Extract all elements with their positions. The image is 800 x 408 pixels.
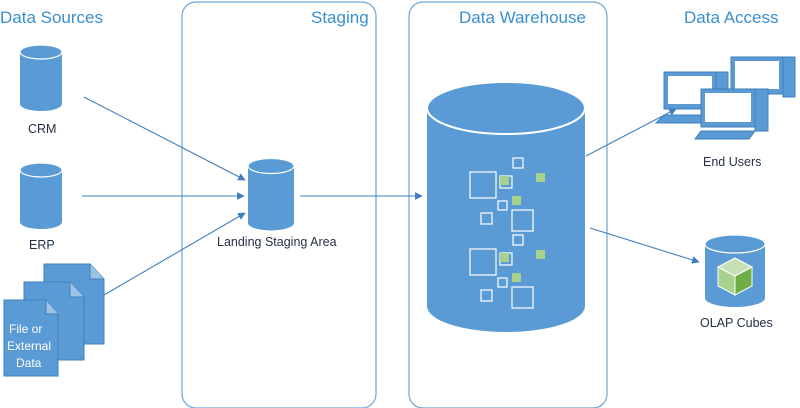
file-external-label-line3: Data — [16, 356, 42, 370]
olap-cube-icon — [716, 257, 754, 296]
arrow-crm-to-staging — [83, 96, 246, 181]
data-warehouse-cylinder-icon — [426, 81, 586, 332]
warehouse-data-blocks — [469, 157, 534, 309]
file-external-label-line2: External — [7, 339, 51, 353]
data-warehouse-title: Data Warehouse — [459, 8, 586, 27]
arrow-file-to-staging — [103, 212, 246, 296]
landing-staging-database-icon — [247, 157, 295, 231]
staging-title: Staging — [311, 8, 369, 27]
data-access-title: Data Access — [684, 8, 779, 27]
data-sources-title: Data Sources — [0, 8, 103, 27]
warehouse-frame — [408, 1, 608, 408]
erp-label: ERP — [29, 238, 55, 252]
warehouse-green-blocks — [500, 173, 545, 282]
staging-frame — [181, 1, 377, 408]
erp-database-icon — [19, 162, 63, 229]
document-stack-icon — [3, 263, 105, 377]
connector-arrows — [82, 96, 700, 296]
crm-database-icon — [19, 44, 63, 111]
arrow-warehouse-to-olap — [589, 227, 700, 264]
crm-label: CRM — [28, 122, 56, 136]
end-users-label: End Users — [703, 155, 761, 169]
landing-staging-label: Landing Staging Area — [217, 235, 337, 249]
end-users-computers-icon — [654, 56, 796, 140]
olap-cubes-label: OLAP Cubes — [700, 316, 773, 330]
file-external-label-line1: File or — [9, 322, 42, 336]
arrow-warehouse-to-end-users — [585, 108, 677, 157]
